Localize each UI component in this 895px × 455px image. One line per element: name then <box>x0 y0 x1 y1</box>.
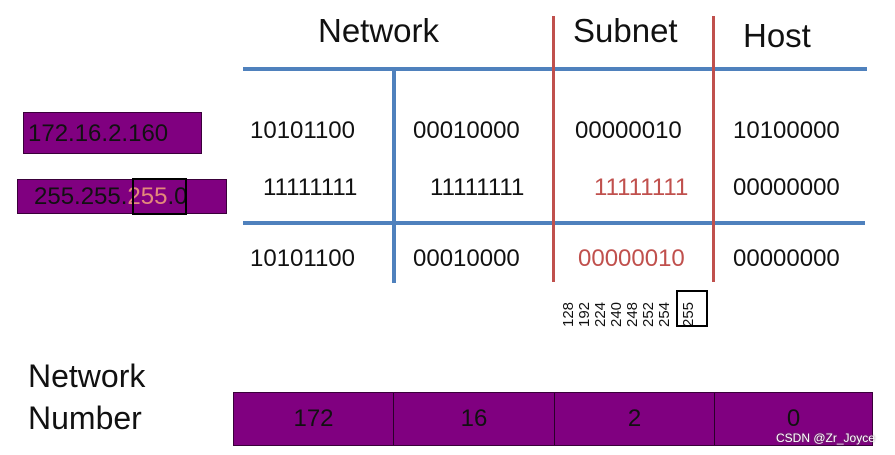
watermark-text: CSDN @Zr_Joyce <box>776 431 875 445</box>
ip-bits-octet-3: 00000010 <box>575 117 682 144</box>
host-header: Host <box>743 17 811 54</box>
mask-value-240: 240 <box>608 301 625 327</box>
mask-bits-octet-3: 11111111 <box>594 174 689 201</box>
mask-bits-octet-1: 11111111 <box>263 174 358 201</box>
result-bits-octet-1: 10101100 <box>250 245 355 272</box>
ip-address-box: 172.16.2.160 <box>23 112 202 154</box>
network-number-octet-1: 172 <box>293 405 334 432</box>
network-number-bar: 172 16 2 0 <box>233 392 873 446</box>
mask-suffix: .0 <box>167 183 188 210</box>
mask-value-192: 192 <box>576 301 593 327</box>
subnet-header: Subnet <box>573 12 678 49</box>
network-number-label-line2: Number <box>28 399 142 436</box>
mask-value-highlight-box <box>676 290 708 327</box>
mask-value-252: 252 <box>640 301 657 327</box>
network-number-label: Network Number <box>28 356 145 439</box>
network-header: Network <box>318 12 440 49</box>
subnet-host-boundary <box>712 16 715 282</box>
result-bits-octet-2: 00010000 <box>413 245 520 272</box>
mask-value-254: 254 <box>656 301 673 327</box>
result-bits-octet-4: 00000000 <box>733 245 840 272</box>
subnet-mask-text: 255.255.255.0 <box>34 185 187 209</box>
top-divider <box>243 67 867 71</box>
mask-highlight-box <box>132 178 187 215</box>
network-number-octet-2: 16 <box>393 393 554 445</box>
network-number-label-line1: Network <box>28 358 146 394</box>
mask-highlight: 255 <box>127 183 168 210</box>
mask-value-224: 224 <box>592 301 609 327</box>
ip-bits-octet-4: 10100000 <box>733 117 840 144</box>
subnet-mask-box: 255.255.255.0 <box>17 179 227 214</box>
network-number-octet-4: 0 <box>714 393 872 445</box>
network-subnet-boundary <box>552 16 555 282</box>
mask-bits-octet-4: 00000000 <box>733 174 840 201</box>
mask-bits-octet-2: 11111111 <box>430 174 525 201</box>
octet-divider-1 <box>392 67 396 283</box>
mask-value-248: 248 <box>624 301 641 327</box>
mask-value-128: 128 <box>560 301 577 327</box>
ip-bits-octet-2: 00010000 <box>413 117 520 144</box>
ip-bits-octet-1: 10101100 <box>250 117 355 144</box>
network-number-octet-3: 2 <box>554 393 714 445</box>
ip-address-text: 172.16.2.160 <box>28 120 169 147</box>
mask-prefix: 255.255. <box>34 183 128 210</box>
result-bits-octet-3: 00000010 <box>578 245 685 272</box>
